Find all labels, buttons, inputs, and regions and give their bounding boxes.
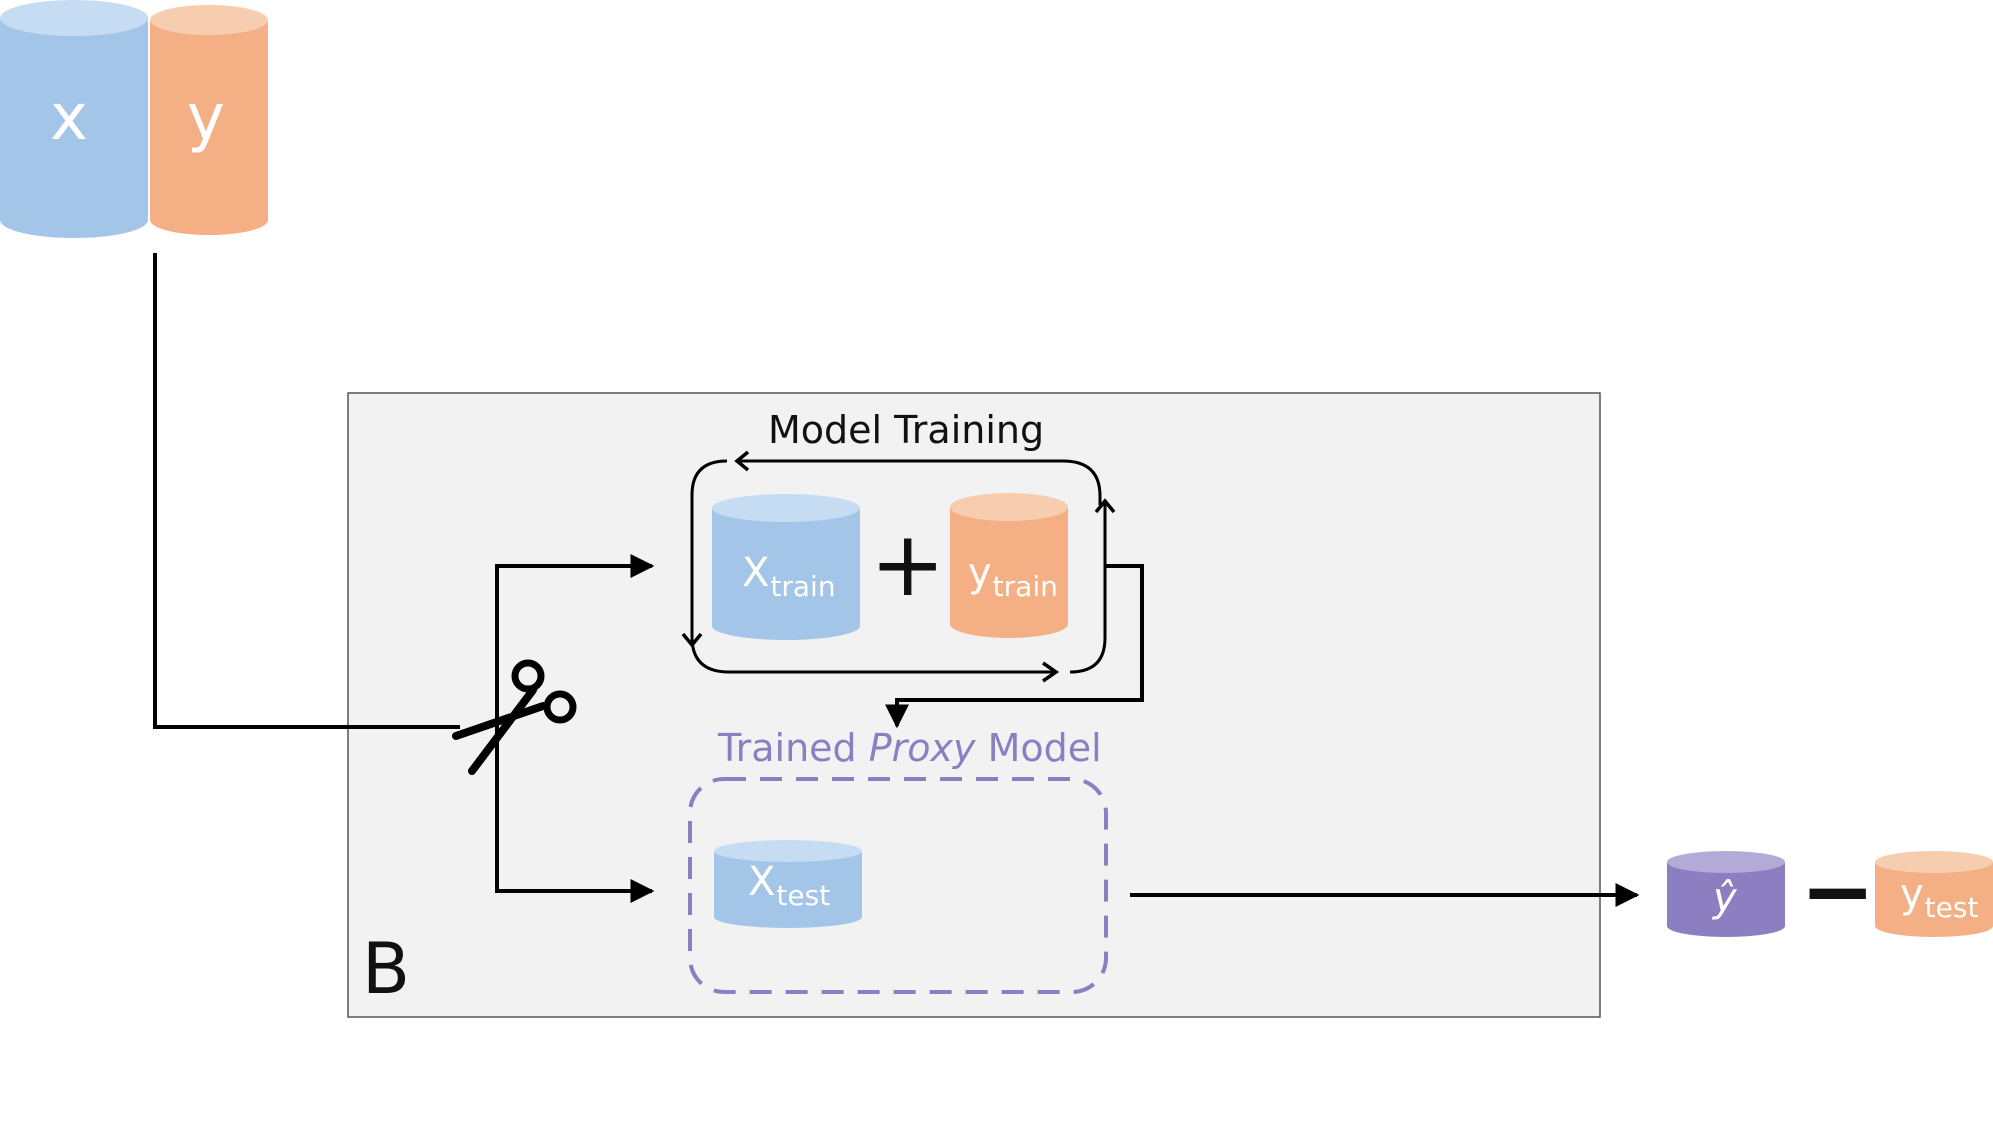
scissors-icon [452, 659, 577, 775]
test-branch-arrow [495, 727, 655, 903]
loop-chevron-up [1094, 498, 1116, 514]
input-flow-line [153, 253, 460, 729]
y-hat-label: ŷ [1713, 875, 1737, 921]
loop-chevron-right [1042, 661, 1060, 683]
y-test-label: ytest [1900, 871, 1979, 924]
x-train-cylinder [712, 494, 860, 640]
train-branch-arrow [495, 554, 655, 727]
x-test-cylinder [714, 840, 862, 928]
train-to-model-arrow [885, 564, 1144, 729]
dataset-x-label: x [50, 81, 88, 155]
dataset-y-cylinder [150, 5, 268, 235]
y-train-cylinder [950, 493, 1068, 638]
x-train-label: Xtrain [742, 550, 836, 603]
x-test-label: Xtest [748, 859, 831, 912]
model-training-title: Model Training [768, 408, 1045, 452]
plus-symbol: + [870, 512, 946, 617]
dataset-y-label: y [187, 81, 225, 155]
y-test-cylinder [1875, 851, 1993, 937]
panel-label: B [362, 928, 411, 1010]
minus-symbol: − [1800, 839, 1876, 944]
y-train-label: ytrain [968, 550, 1058, 603]
y-hat-cylinder [1667, 851, 1785, 937]
proxy-model-label: Trained Proxy Model [718, 726, 1102, 770]
training-loop [681, 450, 1116, 683]
dataset-x-cylinder [0, 0, 148, 238]
proxy-model-box [688, 777, 1108, 994]
loop-chevron-left [734, 450, 750, 472]
loop-chevron-down [681, 632, 703, 648]
